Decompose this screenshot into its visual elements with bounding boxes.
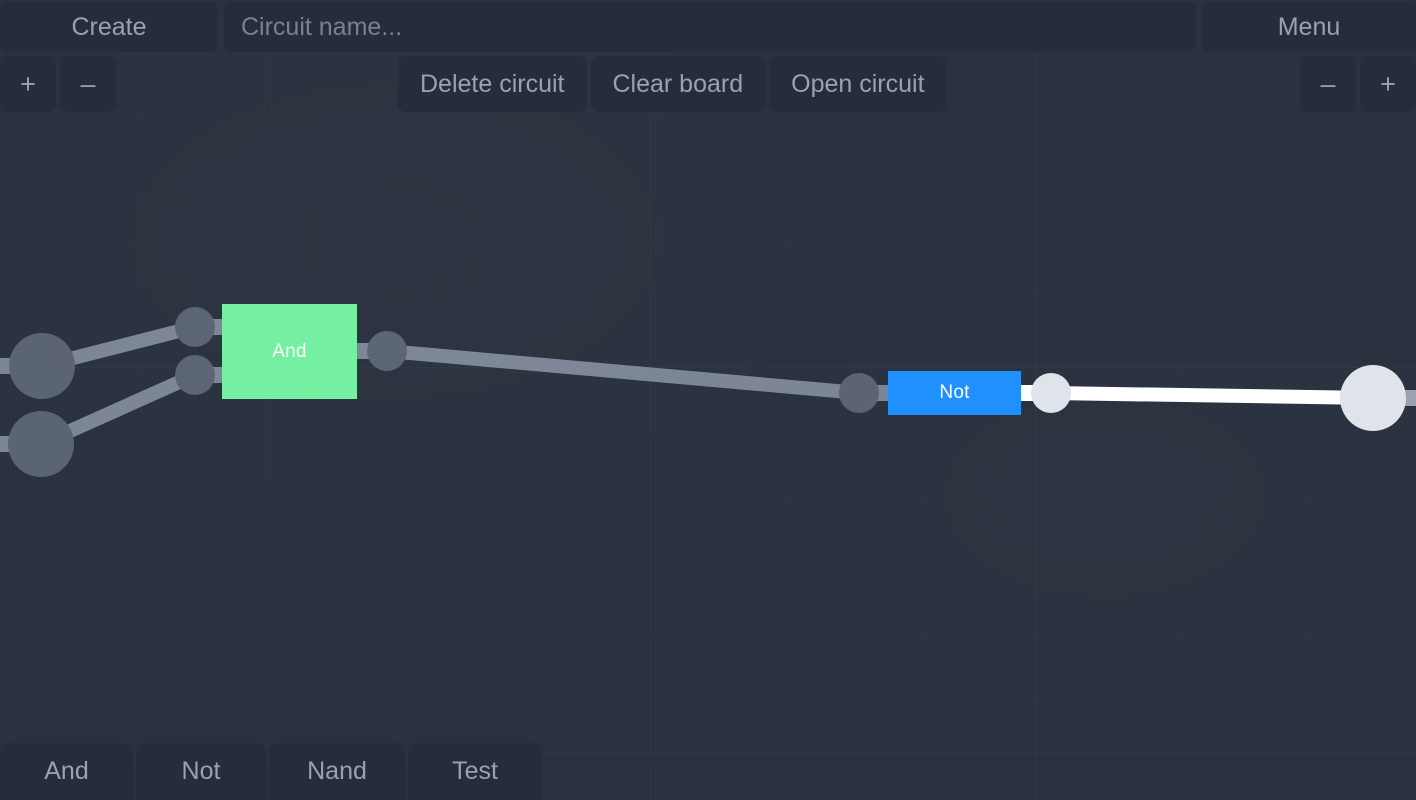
- gate-and[interactable]: And: [222, 304, 357, 399]
- node-not-input[interactable]: [839, 373, 879, 413]
- create-button[interactable]: Create: [0, 2, 218, 52]
- gate-and-label: And: [272, 340, 307, 362]
- node-and-output[interactable]: [367, 331, 407, 371]
- node-input-b[interactable]: [8, 411, 74, 477]
- node-and-input-1[interactable]: [175, 307, 215, 347]
- menu-button[interactable]: Menu: [1202, 2, 1416, 52]
- gate-not-label: Not: [939, 382, 970, 403]
- palette-item-test[interactable]: Test: [408, 743, 542, 800]
- gate-palette: And Not Nand Test: [0, 743, 542, 800]
- node-not-output[interactable]: [1031, 373, 1071, 413]
- palette-item-and[interactable]: And: [0, 743, 133, 800]
- node-input-a[interactable]: [9, 333, 75, 399]
- zoom-in-right-button[interactable]: +: [1360, 56, 1416, 112]
- palette-item-not[interactable]: Not: [136, 743, 266, 800]
- clear-board-button[interactable]: Clear board: [590, 56, 766, 112]
- delete-circuit-button[interactable]: Delete circuit: [398, 56, 587, 112]
- circuit-name-input[interactable]: [224, 2, 1196, 52]
- node-output-lamp[interactable]: [1340, 365, 1406, 431]
- gate-not[interactable]: Not: [888, 371, 1021, 415]
- zoom-out-right-button[interactable]: –: [1300, 56, 1356, 112]
- toolbar: + – Delete circuit Clear board Open circ…: [0, 56, 1416, 112]
- node-and-input-2[interactable]: [175, 355, 215, 395]
- wire-and-to-not[interactable]: [386, 344, 860, 400]
- zoom-out-left-button[interactable]: –: [60, 56, 116, 112]
- wire-not-to-out[interactable]: [1050, 386, 1374, 405]
- board-actions-group: Delete circuit Clear board Open circuit: [398, 56, 947, 112]
- zoom-in-left-button[interactable]: +: [0, 56, 56, 112]
- palette-item-nand[interactable]: Nand: [269, 743, 405, 800]
- open-circuit-button[interactable]: Open circuit: [769, 56, 947, 112]
- top-bar: Create Menu: [0, 0, 1416, 54]
